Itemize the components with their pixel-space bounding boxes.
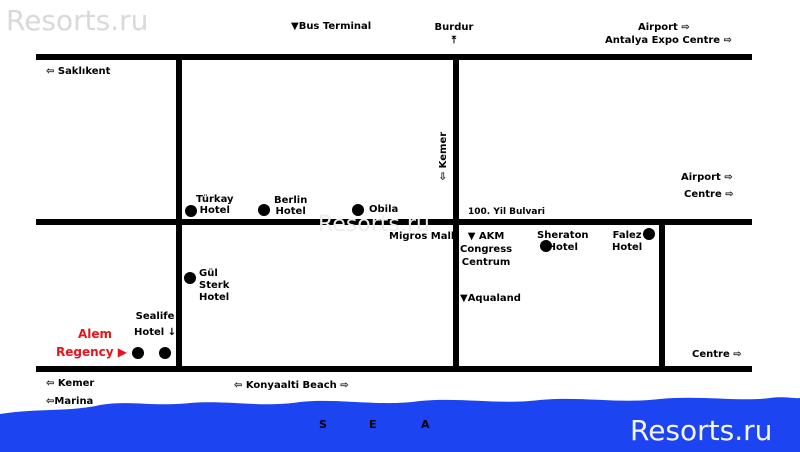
turkay-hotel-marker xyxy=(185,205,197,217)
antalya-expo-label: Antalya Expo Centre ⇨ xyxy=(605,35,732,46)
turkay-hotel-label: Türkay Hotel xyxy=(196,194,234,216)
burdur-label: Burdur xyxy=(434,22,474,33)
sheraton-hotel-marker xyxy=(540,240,552,252)
berlin-hotel-marker xyxy=(258,204,270,216)
gul-sterk-hotel-label: Gül Sterk Hotel xyxy=(199,268,230,303)
centre-bottom-label: Centre ⇨ xyxy=(692,349,742,360)
sea-letter-e: E xyxy=(369,418,377,431)
migros-mall-label: Migros Mall xyxy=(389,231,455,242)
akm-congress-label: ▼ AKM Congress Centrum xyxy=(460,231,513,268)
sealife-hotel-marker xyxy=(159,347,171,359)
yil-bulvari-label: 100. Yil Bulvari xyxy=(468,207,545,217)
aqualand-label: ▼Aqualand xyxy=(460,293,521,304)
bus-terminal-label: ▼Bus Terminal xyxy=(291,21,372,32)
berlin-hotel-label: Berlin Hotel xyxy=(274,195,308,217)
regency-label: Regency ▶ xyxy=(56,345,127,359)
alem-label: Alem xyxy=(78,327,113,341)
obila-marker xyxy=(352,204,364,216)
watermark-bottom-right: Resorts.ru xyxy=(630,414,773,447)
airport-top-label: Airport ⇨ xyxy=(638,22,690,33)
watermark-top-left: Resorts.ru xyxy=(6,4,149,37)
falez-hotel-label: Falez Hotel xyxy=(612,230,643,253)
sea-area xyxy=(0,397,800,452)
kemer-bottom-label: ⇦ Kemer xyxy=(46,378,95,389)
burdur-arrow-icon: ⤒ xyxy=(451,35,457,46)
sheraton-hotel-label: Sheraton Hotel xyxy=(537,230,589,253)
kemer-vertical-label: ⇦ Kemer xyxy=(438,131,449,181)
gul-sterk-hotel-marker xyxy=(184,272,196,284)
centre-right-label: Centre ⇨ xyxy=(684,189,734,200)
alem-regency-marker xyxy=(132,347,144,359)
marina-label: ⇦Marina xyxy=(46,396,94,407)
sea-letter-a: A xyxy=(421,418,430,431)
sealife-hotel-label: Sealife Hotel ↓ xyxy=(134,311,177,338)
saklikent-label: ⇦ Saklıkent xyxy=(46,66,111,77)
falez-hotel-marker xyxy=(643,228,655,240)
sea-letter-s: S xyxy=(319,418,327,431)
airport-right-label: Airport ⇨ xyxy=(681,172,733,183)
konyaalti-beach-label: ⇦ Konyaalti Beach ⇨ xyxy=(234,380,349,391)
watermark-center: Resorts.ru xyxy=(318,212,430,237)
obila-label: Obila xyxy=(369,204,399,215)
